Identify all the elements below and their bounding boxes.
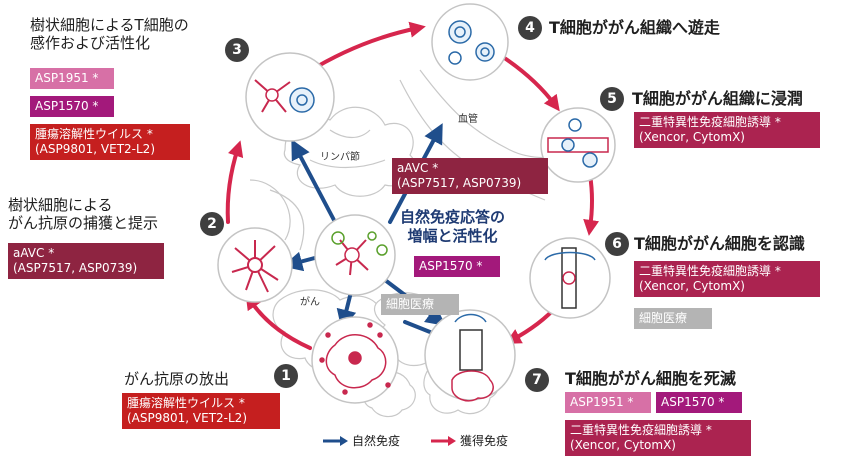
step-3-asp1951-tag: ASP1951 * [30,68,114,89]
legend-acquired-arrow-icon [431,435,456,446]
center-immune-cells-icon [331,231,388,276]
step-1-title: がん抗原の放出 [124,370,230,388]
step-badge-5: 5 [600,87,624,111]
cancer-label: がん [300,297,320,308]
blood-vessel-label: 血管 [458,114,478,125]
step-3-title: 樹状細胞によるT細胞の感作および活性化 [30,16,189,52]
arrow-5-to-6 [583,173,600,236]
legend-acquired: 獲得免疫 [430,432,508,449]
step-badge-2: 2 [200,212,224,236]
cell-illustrations [231,20,609,402]
center-asp1570-tag: ASP1570 * [414,256,500,277]
step-1-virus-tag: 腫瘍溶解性ウイルス *(ASP9801, VET2-L2) [122,393,280,429]
lymph-node-label: リンパ節 [320,152,360,163]
step-7-asp1951-tag: ASP1951 * [565,392,651,413]
step-badge-1: 1 [274,364,298,388]
tcell-recognition-icon [544,247,596,309]
step-3-asp1570-tag: ASP1570 * [30,96,114,117]
step-badge-3: 3 [225,38,249,62]
step-6-bispecific-tag: 二重特異性免疫細胞誘導 *(Xencor, CytomX) [634,261,820,297]
step-2-title: 樹状細胞によるがん抗原の捕獲と提示 [8,196,159,232]
tcell-infiltration-icon [547,118,609,168]
dc-tcell-contact-icon [254,79,315,113]
legend-innate: 自然免疫 [322,432,400,449]
step-badge-7: 7 [525,368,549,392]
step-badge-4: 4 [518,16,542,40]
step-3-virus-tag: 腫瘍溶解性ウイルス *(ASP9801, VET2-L2) [30,124,190,160]
arrow-2-to-3 [225,140,244,224]
arrow-4-to-5 [498,53,560,112]
step-5-title: T細胞ががん組織に浸潤 [632,89,803,108]
tcell-migration-icon [448,20,495,65]
step-4-title: T細胞ががん組織へ遊走 [549,18,720,37]
step-2-aavc-tag: aAVC *(ASP7517, ASP0739) [8,243,164,279]
legend-innate-label: 自然免疫 [352,434,401,448]
step-7-asp1570-tag: ASP1570 * [656,392,742,413]
dendritic-cell-icon [231,240,279,293]
step-4-circle [431,3,509,81]
step-5-bispecific-tag: 二重特異性免疫細胞誘導 *(Xencor, CytomX) [634,112,820,148]
tcell-killing-icon [451,313,494,402]
center-aavc-tag: aAVC *(ASP7517, ASP0739) [392,158,548,194]
step-6-title: T細胞ががん細胞を認識 [634,234,805,253]
step-7-title: T細胞ががん細胞を死滅 [565,369,736,388]
center-cell-therapy-tag: 細胞医療 [381,294,459,315]
innate-arrow-to-step3 [291,139,337,224]
cancer-cell-icon [319,322,391,395]
arrow-3-to-4 [306,21,426,74]
center-title: 自然免疫応答の増幅と活性化 [400,208,506,245]
legend-acquired-label: 獲得免疫 [460,434,509,448]
arrow-1-to-2 [245,293,312,350]
step-7-bispecific-tag: 二重特異性免疫細胞誘導 *(Xencor, CytomX) [565,420,751,456]
legend-innate-arrow-icon [323,435,348,446]
step-6-cell-therapy-tag: 細胞医療 [634,308,712,329]
step-badge-6: 6 [605,232,629,256]
